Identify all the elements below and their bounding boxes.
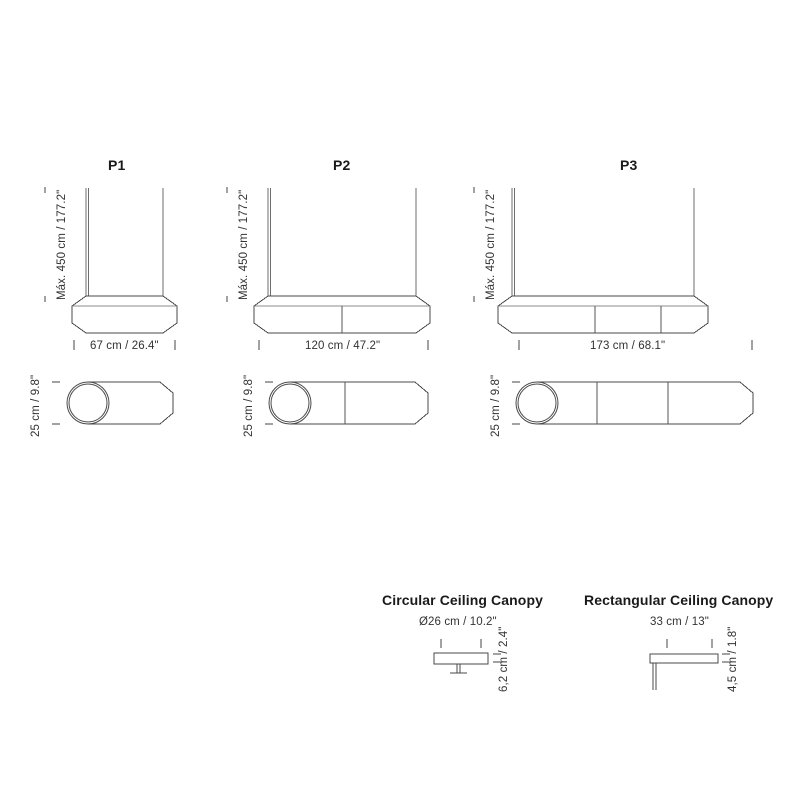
canopy-title-circular: Circular Ceiling Canopy (382, 592, 543, 608)
p2-width-label: 120 cm / 47.2" (305, 340, 381, 352)
model-title-p3: P3 (620, 157, 638, 173)
model-title-p1: P1 (108, 157, 126, 173)
p1-width-label: 67 cm / 26.4" (90, 340, 159, 352)
p3-width-label: 173 cm / 68.1" (590, 340, 666, 352)
rectangular-canopy-width-label: 33 cm / 13" (650, 616, 709, 628)
circular-canopy-width-label: Ø26 cm / 10.2" (419, 616, 497, 628)
model-title-p2: P2 (333, 157, 351, 173)
canopy-title-rectangular: Rectangular Ceiling Canopy (584, 592, 774, 608)
